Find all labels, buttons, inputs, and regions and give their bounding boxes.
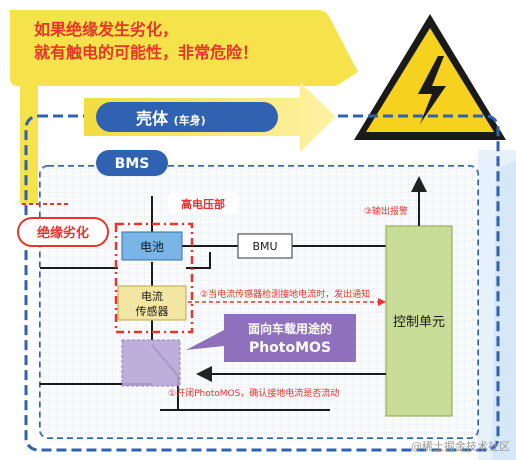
- bmu-label: BMU: [252, 240, 277, 253]
- control-unit-label: 控制单元: [393, 315, 445, 330]
- ground-link-bar: [20, 86, 38, 204]
- shell-sub-label: (车身): [174, 113, 206, 127]
- bms-label-pill: [96, 150, 168, 176]
- step2-text: ②当电流传感器检测接地电流时，发出通知: [200, 288, 370, 300]
- photomos-callout-line1: 面向车载用途的: [248, 321, 332, 336]
- warning-text-line2: 就有触电的可能性，非常危险！: [34, 43, 258, 62]
- hv-label-bg: [168, 192, 238, 214]
- shell-label: 壳体: [135, 109, 169, 128]
- battery-label: 电池: [140, 240, 164, 254]
- shell-boundary: [24, 114, 500, 452]
- high-voltage-region: [114, 222, 194, 334]
- watermark: @稀土掘金技术社区: [411, 439, 510, 453]
- insulation-degradation-badge: 绝缘劣化: [17, 217, 109, 247]
- photomos-callout: 面向车载用途的 PhotoMOS: [186, 314, 356, 362]
- battery-box: [121, 231, 183, 261]
- control-unit-box: [385, 225, 453, 417]
- photomos-chip: [121, 339, 181, 387]
- warning-banner: 如果绝缘发生劣化， 就有触电的可能性，非常危险！: [10, 10, 358, 204]
- high-voltage-warning-icon: [354, 14, 506, 140]
- photomos-callout-line2: PhotoMOS: [249, 340, 331, 356]
- bmu-box: [237, 233, 293, 259]
- shell-label-pill: [96, 102, 278, 132]
- insulation-label: 绝缘劣化: [37, 225, 89, 241]
- step3-text: ③输出报警: [364, 205, 408, 217]
- current-sensor-box: [117, 285, 187, 321]
- sensor-label-line2: 传感器: [136, 305, 169, 318]
- hv-label: 高电压部: [181, 197, 225, 211]
- svg-text:壳体 (车身): 壳体 (车身): [135, 109, 206, 128]
- step1-text: ①开闭PhotoMOS，确认接地电流是否流动: [168, 387, 339, 399]
- sensor-label-line1: 电流: [141, 289, 163, 303]
- bms-label: BMS: [115, 156, 150, 172]
- warning-text-line1: 如果绝缘发生劣化，: [34, 20, 178, 39]
